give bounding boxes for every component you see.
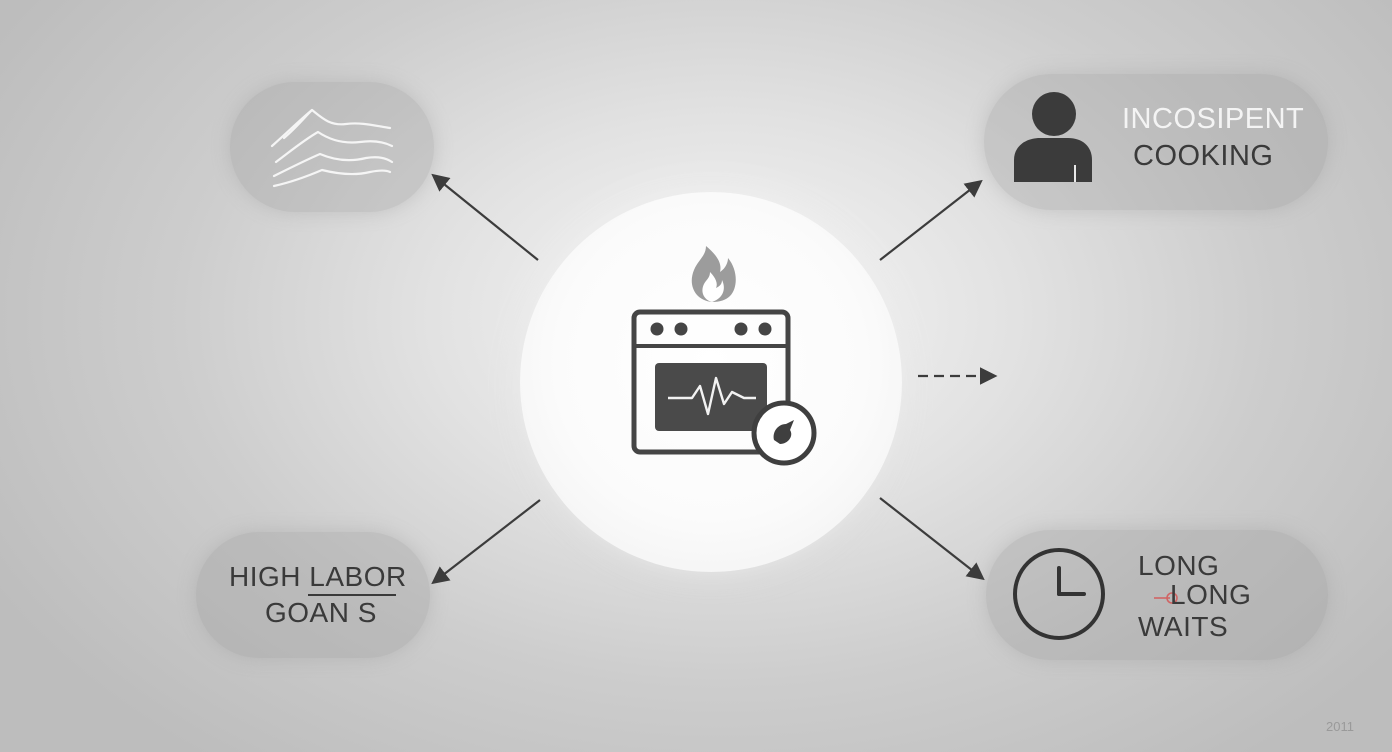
heat-wave-icon [270, 108, 394, 188]
label-bottom-right-line2: LONG [1170, 579, 1252, 610]
oven-with-flame-icon [631, 246, 817, 466]
label-top-right-line2: COOKING [1133, 140, 1274, 172]
arrow-to-bottom-right [879, 497, 985, 581]
corner-year-text: 2011 [1326, 719, 1354, 734]
person-icon [1014, 92, 1092, 182]
label-top-right-line1: INCOSIPENT [1122, 103, 1305, 135]
underline [308, 594, 396, 596]
label-bottom-left-line2: GOAN S [265, 597, 377, 628]
red-connector-glyph [1154, 592, 1178, 604]
clock-icon [1013, 548, 1105, 640]
node-top-left [230, 82, 434, 212]
arrow-to-top-right [879, 179, 983, 261]
arrow-to-top-left [431, 173, 539, 261]
label-bottom-right-line3: WAITS [1138, 611, 1229, 642]
arrow-to-bottom-left [431, 499, 541, 585]
label-bottom-left-line1: HIGH LABOR [229, 561, 407, 592]
label-bottom-right-line1: LONG [1138, 550, 1220, 581]
